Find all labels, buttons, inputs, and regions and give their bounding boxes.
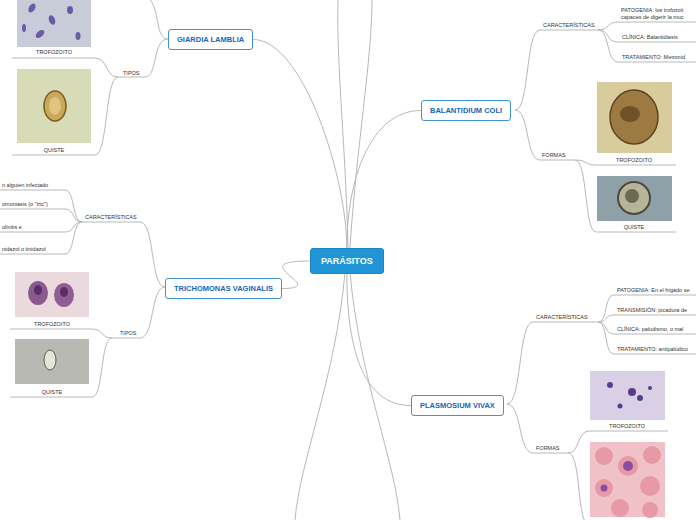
image-caption: TROFOZOITO	[616, 157, 652, 164]
branch-label: TRATAMIENTO: antipalúdico	[617, 346, 688, 353]
branch-connector	[282, 261, 310, 289]
central-topic: PARÁSITOS	[310, 248, 384, 274]
image-caption: TROFOZOITO	[34, 321, 70, 328]
topic-text: PARÁSITOS	[321, 256, 373, 266]
branch-label: nidazol o tinidazol	[2, 246, 46, 253]
branch-label: TRATAMIENTO: Metronid	[622, 54, 685, 61]
branch-label: FORMAS	[542, 152, 566, 159]
image-caption: QUISTE	[42, 389, 62, 396]
image-caption: TROFOZOITO	[36, 49, 72, 56]
branch-label: FORMAS	[536, 445, 560, 452]
branch-label: CARACTERÍSTICAS	[85, 214, 137, 221]
image-caption: QUISTE	[624, 224, 644, 231]
branch-label: TRANSMISIÓN: picadura de	[617, 307, 687, 314]
topic-box: BALANTIDIUM COLI	[421, 100, 511, 121]
topic-text: PLASMOSIUM VIVAX	[420, 401, 495, 410]
branch-label: olinitis e	[2, 224, 22, 231]
topic-box: TRICHOMONAS VAGINALIS	[165, 278, 282, 299]
topic-box: PLASMOSIUM VIVAX	[411, 395, 504, 416]
branch-connector	[347, 111, 421, 249]
topic-box: GIARDIA LAMBLIA	[168, 29, 253, 50]
branch-label: TIPOS	[120, 330, 137, 337]
image-caption: QUISTE	[44, 147, 64, 154]
branch-connector	[253, 40, 347, 249]
branch-label: n alguien infectado	[2, 182, 48, 189]
branch-label: CARACTERÍSTICAS	[536, 314, 588, 321]
topic-text: BALANTIDIUM COLI	[430, 106, 502, 115]
branch-label: CLÍNICA: paludismo, o mal	[617, 326, 683, 333]
image-caption: TROFOZOITO	[609, 423, 645, 430]
branch-label: CLÍNICA: Balantidiasis	[622, 34, 678, 41]
branch-label: PATOGENIA: los trofozoit capaces de dige…	[621, 7, 693, 20]
topic-text: TRICHOMONAS VAGINALIS	[174, 284, 273, 293]
branch-label: omoniasis (o "tric")	[2, 201, 48, 208]
topic-text: GIARDIA LAMBLIA	[177, 35, 244, 44]
branch-label: CARACTERÍSTICAS	[543, 22, 595, 29]
branch-label: PATOGENIA: En el hígado se	[617, 287, 689, 294]
branch-label: TIPOS	[123, 70, 140, 77]
branch-connector	[347, 274, 411, 406]
